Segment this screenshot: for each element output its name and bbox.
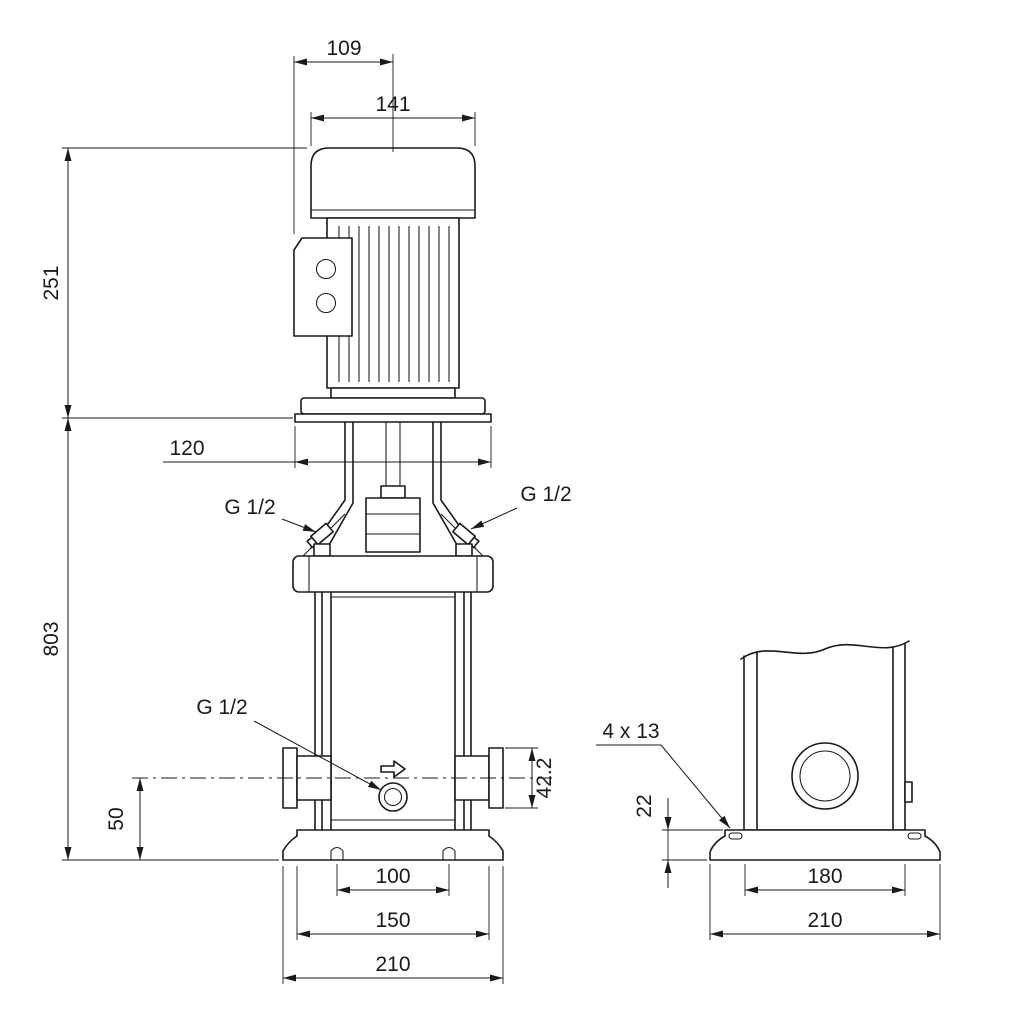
side-dimensions: 4 x 13 22 180 210: [596, 720, 941, 940]
drain-label: G 1/2: [196, 696, 247, 719]
base-front: [282, 829, 504, 861]
dim-100: 100: [336, 864, 450, 896]
dim-42-2: 42.2: [505, 747, 556, 809]
dim-150-label: 150: [375, 909, 410, 932]
dim-210-front: 210: [282, 866, 504, 984]
motor-fan-cover: [310, 147, 476, 219]
coupling: [365, 497, 421, 553]
dim-120-label: 120: [169, 437, 204, 460]
shaft: [385, 422, 401, 486]
dim-210-front-label: 210: [375, 953, 410, 976]
drain-plug: [378, 782, 408, 812]
base-slot-right: [442, 846, 456, 860]
dim-803-label: 803: [40, 621, 63, 656]
dim-141-label: 141: [375, 93, 410, 116]
terminal-box: [293, 237, 353, 337]
front-view: [132, 54, 552, 861]
base-side: [709, 829, 941, 861]
dim-251: 251: [40, 147, 307, 419]
break-line: [740, 640, 910, 660]
dim-100-label: 100: [375, 865, 410, 888]
dim-42-2-label: 42.2: [533, 758, 556, 799]
dim-141: 141: [310, 93, 476, 146]
cable-entry-bottom: [315, 292, 337, 314]
cable-entry-top: [315, 258, 337, 280]
dim-50: 50: [105, 778, 144, 860]
callout-bolt-holes: 4 x 13: [596, 720, 731, 829]
sleeve: [330, 591, 456, 831]
vent-left-label: G 1/2: [224, 496, 275, 519]
motor-flange: [300, 397, 486, 415]
bolt-slot-left: [728, 832, 743, 840]
callout-vent-right: G 1/2: [470, 483, 572, 530]
nameplate: [904, 781, 913, 803]
callout-vent-left: G 1/2: [224, 496, 317, 533]
dim-120: 120: [163, 426, 492, 468]
dim-180-label: 180: [807, 865, 842, 888]
flow-arrow: [380, 760, 406, 778]
vent-right-label: G 1/2: [520, 483, 571, 506]
dim-150: 150: [296, 866, 490, 940]
dim-50-label: 50: [105, 807, 128, 830]
dim-22-label: 22: [633, 794, 656, 817]
motor-stool: [302, 421, 484, 557]
front-dimensions: 109 141 251 803 120 G 1/2: [40, 37, 572, 984]
dim-22: 22: [633, 794, 723, 888]
dim-180: 180: [744, 864, 906, 896]
motor: [293, 147, 492, 423]
bolt-holes-label: 4 x 13: [602, 720, 659, 743]
dim-109: 109: [293, 37, 393, 234]
dim-803: 803: [40, 418, 279, 861]
side-port-outer: [791, 742, 859, 810]
dim-251-label: 251: [40, 265, 63, 300]
pump-body: [282, 543, 504, 831]
dim-210-side-label: 210: [807, 909, 842, 932]
dim-210-side: 210: [709, 864, 941, 940]
pump-head-flange: [292, 555, 494, 593]
staybolts: [314, 591, 472, 831]
column-walls: [743, 643, 906, 831]
side-view: [709, 640, 941, 861]
callout-drain: G 1/2: [196, 696, 382, 791]
base-slot-left: [330, 846, 344, 860]
dim-109-label: 109: [326, 37, 361, 60]
side-port-inner: [799, 750, 851, 802]
bolt-slot-right: [907, 832, 922, 840]
